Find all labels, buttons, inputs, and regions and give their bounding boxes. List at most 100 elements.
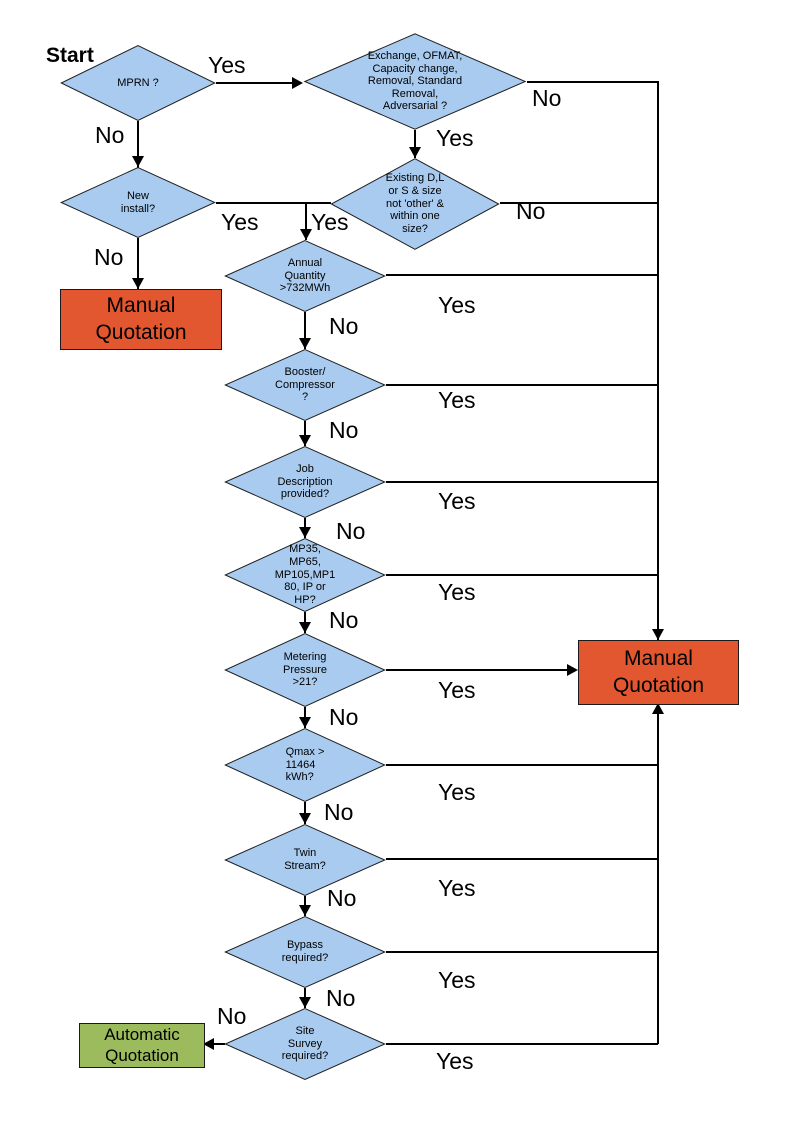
edge-label-existing-no: No bbox=[516, 198, 546, 224]
arrowhead-into-booster bbox=[299, 338, 311, 349]
connector-qmax-yes bbox=[386, 764, 658, 766]
arrowhead-into-twin bbox=[299, 813, 311, 824]
edge-label-booster-no: No bbox=[329, 417, 359, 443]
connector-right-bottom-vertical bbox=[657, 703, 659, 1044]
edge-label-metering-no: No bbox=[329, 704, 359, 730]
diamond-shape bbox=[224, 446, 386, 518]
arrowhead-into-metering bbox=[299, 622, 311, 633]
decision-bypass-label: Bypass required? bbox=[281, 939, 329, 964]
connector-metering-yes bbox=[386, 669, 567, 671]
decision-qmax: Qmax > 11464 kWh? bbox=[224, 728, 386, 802]
arrowhead-into-mp bbox=[299, 527, 311, 538]
decision-annual-quantity-label: Annual Quantity >732MWh bbox=[279, 257, 331, 295]
arrowhead-into-newinstall bbox=[132, 156, 144, 167]
connector-twin-yes bbox=[386, 858, 658, 860]
edge-label-annual-yes: Yes bbox=[438, 292, 476, 318]
edge-label-qmax-no: No bbox=[324, 799, 354, 825]
arrowhead-into-automatic bbox=[203, 1038, 214, 1050]
connector-exchange-no bbox=[527, 81, 658, 83]
diamond-shape bbox=[224, 240, 386, 312]
decision-qmax-label: Qmax > 11464 kWh? bbox=[285, 746, 325, 784]
connector-exchange-existing bbox=[414, 130, 416, 158]
diamond-shape bbox=[224, 538, 386, 612]
decision-mprn: MPRN ? bbox=[60, 45, 216, 121]
edge-label-site-no: No bbox=[217, 1003, 247, 1029]
edge-label-twin-yes: Yes bbox=[438, 875, 476, 901]
diamond-shape bbox=[60, 167, 216, 238]
arrowhead-into-existing bbox=[409, 147, 421, 158]
edge-label-booster-yes: Yes bbox=[438, 387, 476, 413]
arrowhead-into-exchange bbox=[292, 77, 303, 89]
connector-site-no bbox=[210, 1043, 225, 1045]
decision-booster-compressor: Booster/ Compressor ? bbox=[224, 349, 386, 421]
connector-job-yes bbox=[386, 481, 658, 483]
arrowhead-into-annual bbox=[300, 229, 312, 240]
decision-existing-size: Existing D,L or S & size not 'other' & w… bbox=[330, 158, 500, 250]
decision-annual-quantity: Annual Quantity >732MWh bbox=[224, 240, 386, 312]
connector-right-top-vertical bbox=[657, 81, 659, 640]
diamond-shape bbox=[330, 158, 500, 250]
diamond-shape bbox=[224, 728, 386, 802]
edge-label-qmax-yes: Yes bbox=[438, 779, 476, 805]
decision-exchange-ofmat-label: Exchange, OFMAT, Capacity change, Remova… bbox=[367, 49, 463, 113]
edge-label-mp-no: No bbox=[329, 607, 359, 633]
edge-label-metering-yes: Yes bbox=[438, 677, 476, 703]
edge-label-exchange-yes: Yes bbox=[436, 125, 474, 151]
arrowhead-into-manual-right-top bbox=[652, 629, 664, 640]
connector-mp-yes bbox=[386, 574, 658, 576]
arrowhead-into-manual-right-left bbox=[567, 664, 578, 676]
connector-annual-booster bbox=[304, 312, 306, 349]
connector-newinstall-manual bbox=[137, 238, 139, 289]
edge-label-newinstall-no: No bbox=[94, 244, 124, 270]
arrowhead-into-qmax bbox=[299, 717, 311, 728]
arrowhead-into-manual-left bbox=[132, 278, 144, 289]
edge-label-job-yes: Yes bbox=[438, 488, 476, 514]
terminal-automatic-quotation: Automatic Quotation bbox=[79, 1023, 205, 1068]
arrowhead-into-site bbox=[299, 997, 311, 1008]
decision-bypass: Bypass required? bbox=[224, 916, 386, 988]
connector-site-yes bbox=[386, 1043, 658, 1045]
connector-mprn-exchange bbox=[216, 82, 296, 84]
edge-label-existing-yes: Yes bbox=[311, 209, 349, 235]
connector-yes-merge-horizontal bbox=[216, 202, 331, 204]
decision-twin-stream: Twin Stream? bbox=[224, 824, 386, 896]
edge-label-site-yes: Yes bbox=[436, 1048, 474, 1074]
connector-bypass-yes bbox=[386, 951, 658, 953]
connector-existing-no bbox=[500, 202, 658, 204]
edge-label-twin-no: No bbox=[327, 885, 357, 911]
edge-label-mprn-yes: Yes bbox=[208, 52, 246, 78]
diamond-shape bbox=[224, 916, 386, 988]
diamond-shape bbox=[224, 824, 386, 896]
arrowhead-into-manual-right-bottom bbox=[652, 703, 664, 714]
decision-mp-tier-label: MP35, MP65, MP105,MP1 80, IP or HP? bbox=[274, 543, 336, 606]
edge-label-job-no: No bbox=[336, 518, 366, 544]
decision-exchange-ofmat: Exchange, OFMAT, Capacity change, Remova… bbox=[303, 33, 527, 130]
edge-label-mp-yes: Yes bbox=[438, 579, 476, 605]
connector-booster-job bbox=[304, 421, 306, 446]
start-label: Start bbox=[46, 44, 94, 67]
connector-annual-yes bbox=[386, 274, 658, 276]
decision-site-survey: Site Survey required? bbox=[224, 1008, 386, 1080]
decision-job-description: Job Description provided? bbox=[224, 446, 386, 518]
arrowhead-into-bypass bbox=[299, 905, 311, 916]
decision-metering-pressure-label: Metering Pressure >21? bbox=[282, 651, 328, 689]
decision-mp-tier: MP35, MP65, MP105,MP1 80, IP or HP? bbox=[224, 538, 386, 612]
edge-label-bypass-no: No bbox=[326, 985, 356, 1011]
terminal-automatic-quotation-label: Automatic Quotation bbox=[104, 1025, 180, 1065]
diamond-shape bbox=[224, 349, 386, 421]
edge-label-annual-no: No bbox=[329, 313, 359, 339]
diamond-shape bbox=[224, 633, 386, 707]
diamond-shape bbox=[224, 1008, 386, 1080]
edge-label-newinstall-yes: Yes bbox=[221, 209, 259, 235]
diamond-shape bbox=[303, 33, 527, 130]
decision-booster-compressor-label: Booster/ Compressor ? bbox=[275, 366, 335, 404]
connector-mprn-newinstall bbox=[137, 121, 139, 168]
decision-twin-stream-label: Twin Stream? bbox=[284, 847, 326, 872]
decision-new-install: New install? bbox=[60, 167, 216, 238]
edge-label-bypass-yes: Yes bbox=[438, 967, 476, 993]
edge-label-exchange-no: No bbox=[532, 85, 562, 111]
terminal-manual-quotation-left-label: Manual Quotation bbox=[95, 294, 187, 344]
connector-booster-yes bbox=[386, 384, 658, 386]
terminal-manual-quotation-left: Manual Quotation bbox=[60, 289, 222, 350]
